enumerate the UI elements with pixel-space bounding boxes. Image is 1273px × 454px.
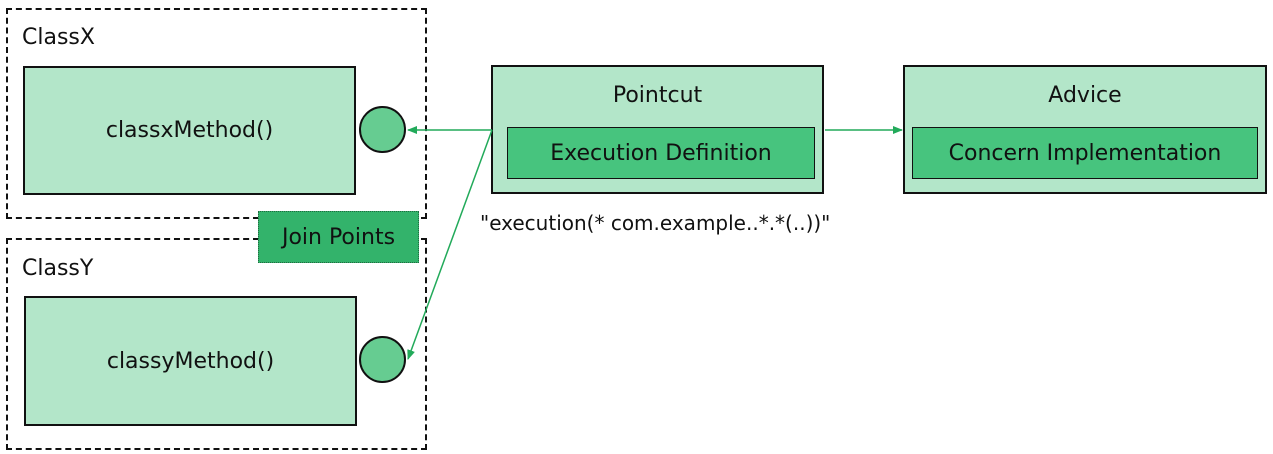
concern-implementation-box: Concern Implementation [912, 127, 1258, 179]
classx-frame [6, 8, 427, 219]
pointcut-expression: "execution(* com.example..*.*(..))" [480, 211, 831, 235]
classx-method-box: classxMethod() [23, 66, 356, 195]
classx-label: ClassX [22, 25, 95, 50]
classy-label: ClassY [22, 256, 94, 281]
classy-method-box: classyMethod() [24, 296, 357, 426]
execution-definition-box: Execution Definition [507, 127, 815, 179]
join-points-label: Join Points [258, 211, 419, 263]
classx-join-point-circle [359, 106, 406, 153]
classy-join-point-circle [359, 336, 406, 383]
pointcut-title: Pointcut [612, 83, 703, 108]
advice-title: Advice [1048, 83, 1122, 108]
